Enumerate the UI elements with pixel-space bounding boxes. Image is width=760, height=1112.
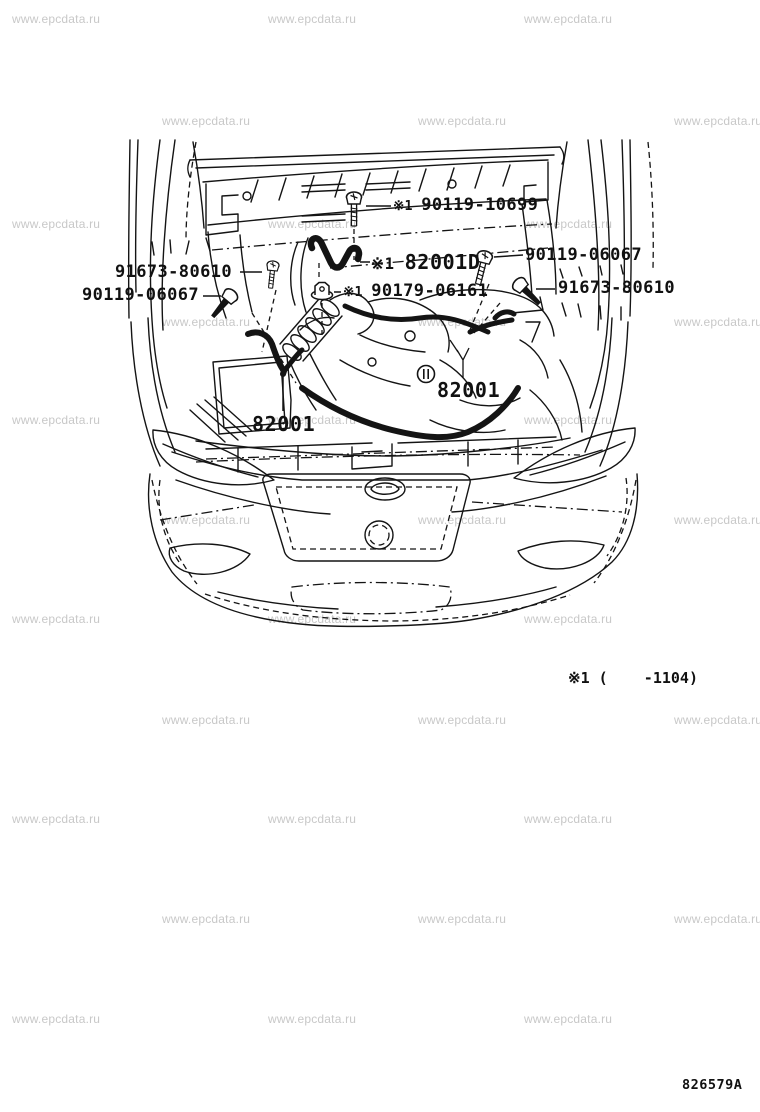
watermark-text: www.epcdata.ru: [268, 1012, 357, 1026]
watermark-text: www.epcdata.ru: [162, 315, 251, 329]
watermark-text: www.epcdata.ru: [524, 217, 613, 231]
part-number: 90119-10699: [421, 195, 539, 215]
grommet-icon: [416, 364, 436, 384]
watermark-text: www.epcdata.ru: [162, 114, 251, 128]
part-number: 82001: [437, 378, 501, 402]
part-number: 82001D: [404, 250, 481, 274]
part-number: 91673-80610: [115, 262, 232, 282]
applicability-footnote: ※1 ( -1104): [568, 669, 698, 687]
part-number: 91673-80610: [558, 278, 675, 298]
watermark-text: www.epcdata.ru: [674, 912, 760, 926]
part-number: 90119-06067: [82, 285, 199, 305]
watermark-text: www.epcdata.ru: [162, 912, 251, 926]
watermark-text: www.epcdata.ru: [524, 1012, 613, 1026]
watermark-text: www.epcdata.ru: [418, 513, 507, 527]
part-label-82001-left: 82001: [252, 414, 315, 435]
fastener-dashed-leaders: [251, 229, 501, 384]
part-number: 82001: [252, 412, 316, 436]
watermark-text: www.epcdata.ru: [12, 12, 101, 26]
footnote-marker: ※1: [343, 285, 372, 300]
part-number: 90179-06161: [371, 281, 489, 301]
part-label-90119-06067-right: 90119-06067: [525, 247, 642, 264]
watermark-text: www.epcdata.ru: [12, 1012, 101, 1026]
watermark-text: www.epcdata.ru: [674, 315, 760, 329]
label-leader-lines: [203, 205, 555, 411]
part-label-90179-06161: ※1 90179-06161: [343, 283, 488, 300]
flange-nut-icon: [310, 281, 334, 301]
car-body-linework: [127, 139, 639, 628]
hidden-edge-dashed-lines: [151, 141, 654, 622]
watermark-text: www.epcdata.ru: [524, 12, 613, 26]
part-label-82001-right: 82001: [437, 380, 500, 401]
watermark-text: www.epcdata.ru: [418, 912, 507, 926]
watermark-text: www.epcdata.ru: [12, 217, 101, 231]
watermark-text: www.epcdata.ru: [674, 713, 760, 727]
diagram-code: 826579A: [682, 1077, 743, 1093]
watermark-text: www.epcdata.ru: [12, 413, 101, 427]
watermark-text: www.epcdata.ru: [418, 713, 507, 727]
watermark-text: www.epcdata.ru: [524, 612, 613, 626]
part-label-82001D: ※1 82001D: [371, 252, 481, 273]
watermark-text: www.epcdata.ru: [268, 12, 357, 26]
part-number: 90119-06067: [525, 245, 642, 265]
part-label-91673-80610-left: 91673-80610: [115, 264, 232, 281]
watermark-text: www.epcdata.ru: [12, 612, 101, 626]
watermark-text: www.epcdata.ru: [12, 812, 101, 826]
watermark-text: www.epcdata.ru: [268, 812, 357, 826]
watermark-text: www.epcdata.ru: [162, 713, 251, 727]
watermark-text: www.epcdata.ru: [418, 114, 507, 128]
fastener-symbols: [206, 191, 546, 384]
footnote-marker: ※1: [371, 255, 405, 273]
centerline-dashdot-lines: [159, 223, 623, 615]
harness-hook-wire-icon: [307, 235, 363, 271]
watermark-text: www.epcdata.ru: [524, 413, 613, 427]
footnote-marker: ※1: [393, 199, 422, 214]
part-label-91673-80610-right: 91673-80610: [558, 280, 675, 297]
watermark-text: www.epcdata.ru: [674, 513, 760, 527]
part-label-90119-10699: ※1 90119-10699: [393, 197, 538, 214]
part-label-90119-06067-left: 90119-06067: [82, 287, 199, 304]
watermark-text: www.epcdata.ru: [674, 114, 760, 128]
watermark-text: www.epcdata.ru: [524, 812, 613, 826]
